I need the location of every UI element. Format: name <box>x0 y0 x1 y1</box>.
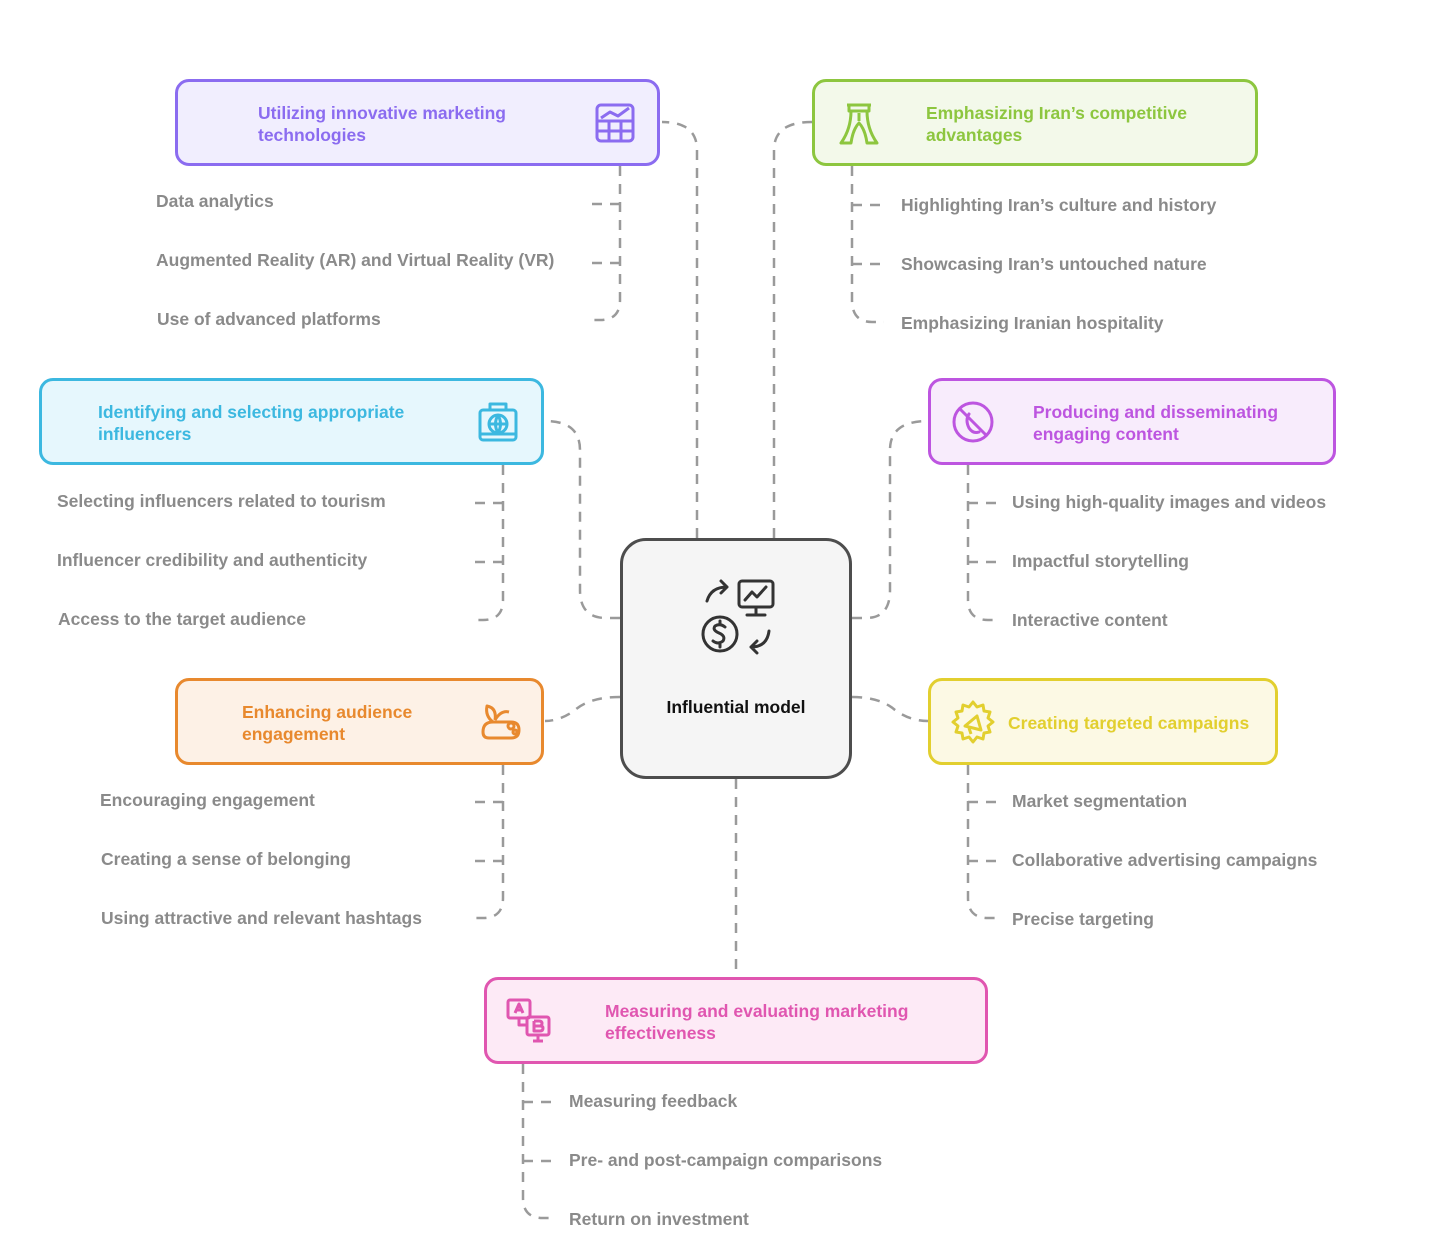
branch-influencers: Identifying and selecting appropriate in… <box>39 378 544 465</box>
list-item: Selecting influencers related to tourism <box>57 491 386 511</box>
list-item: Return on investment <box>569 1209 749 1229</box>
center-node: Influential model <box>620 538 852 779</box>
ab-test-monitors-icon <box>505 997 553 1045</box>
plant-seedling-icon <box>475 698 523 746</box>
suitcase-globe-icon <box>474 398 522 446</box>
list-item: Use of advanced platforms <box>157 309 381 329</box>
list-item: Measuring feedback <box>569 1091 738 1111</box>
azadi-tower-icon <box>835 99 883 147</box>
list-item: Using attractive and relevant hashtags <box>101 908 422 928</box>
list-item: Collaborative advertising campaigns <box>1012 850 1318 870</box>
branch-title: Utilizing innovative marketing technolog… <box>258 103 506 145</box>
no-phone-icon <box>949 398 997 446</box>
list-item: Augmented Reality (AR) and Virtual Reali… <box>156 250 555 270</box>
list-item: Encouraging engagement <box>100 790 315 810</box>
list-item: Data analytics <box>156 191 274 211</box>
list-item: Highlighting Iran’s culture and history <box>901 195 1217 215</box>
list-item: Interactive content <box>1012 610 1168 630</box>
list-item: Showcasing Iran’s untouched nature <box>901 254 1207 274</box>
list-item: Influencer credibility and authenticity <box>57 550 368 570</box>
branch-advantages: Emphasizing Iran’s competitive advantage… <box>812 79 1258 166</box>
list-item: Emphasizing Iranian hospitality <box>901 313 1164 333</box>
list-item: Precise targeting <box>1012 909 1154 929</box>
branch-measuring: Measuring and evaluating marketing effec… <box>484 977 988 1064</box>
branch-title: Emphasizing Iran’s competitive advantage… <box>926 103 1187 145</box>
branch-title: Measuring and evaluating marketing effec… <box>605 1001 909 1043</box>
list-item: Pre- and post-campaign comparisons <box>569 1150 883 1170</box>
money-exchange-chart-icon <box>695 575 783 663</box>
branch-title: Identifying and selecting appropriate in… <box>98 402 405 444</box>
list-item: Impactful storytelling <box>1012 551 1189 571</box>
branch-title: Producing and disseminating engaging con… <box>1033 402 1279 444</box>
branch-title: Enhancing audience engagement <box>242 702 413 744</box>
branch-title: Creating targeted campaigns <box>1008 713 1250 733</box>
list-item: Using high-quality images and videos <box>1012 492 1327 512</box>
list-item: Creating a sense of belonging <box>101 849 351 869</box>
branch-content: Producing and disseminating engaging con… <box>928 378 1336 465</box>
branch-engagement: Enhancing audience engagement <box>175 678 544 765</box>
list-item: Market segmentation <box>1012 791 1188 811</box>
list-item: Access to the target audience <box>58 609 306 629</box>
center-title: Influential model <box>666 697 806 717</box>
megaphone-badge-icon <box>949 698 997 746</box>
branch-technologies: Utilizing innovative marketing technolog… <box>175 79 660 166</box>
branch-campaigns: Creating targeted campaigns <box>928 678 1278 765</box>
bar-chart-grid-icon <box>591 99 639 147</box>
